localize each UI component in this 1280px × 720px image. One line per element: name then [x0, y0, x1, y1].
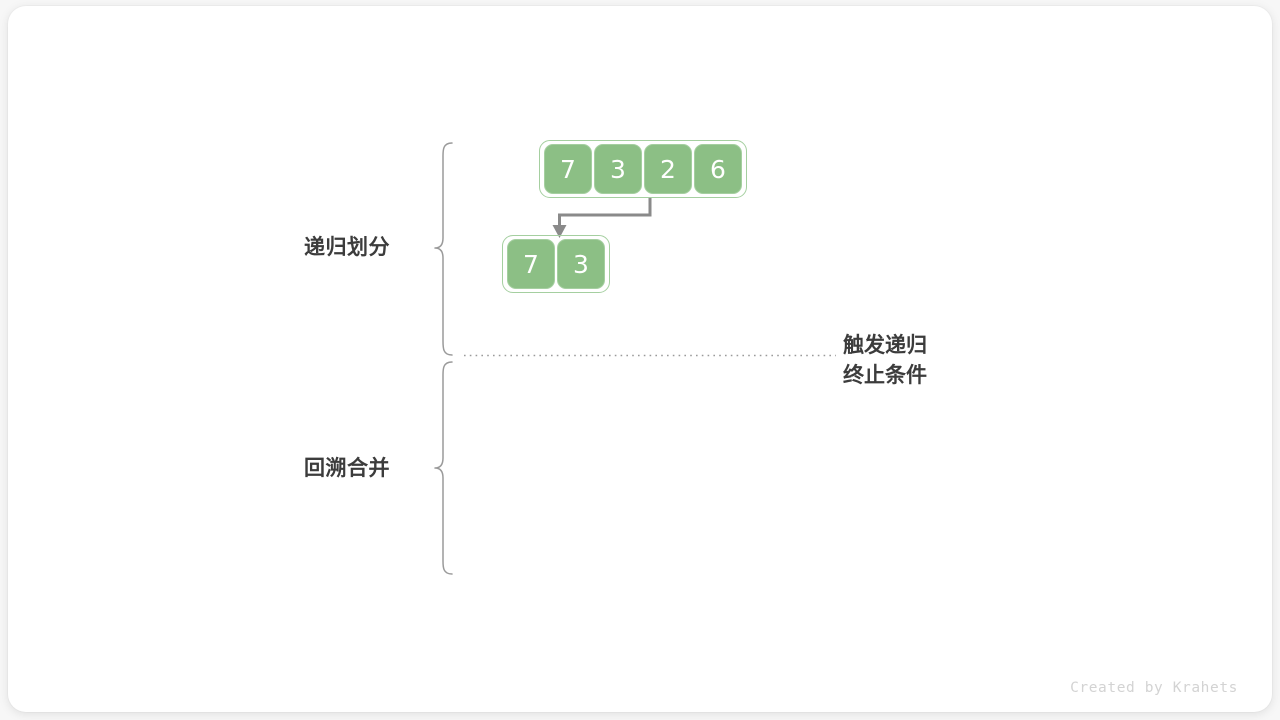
terminate-condition-line-2: 终止条件: [843, 364, 927, 387]
array-cell: 7: [507, 239, 555, 289]
terminate-condition-line-1: 触发递归: [843, 334, 927, 357]
array-cell: 3: [557, 239, 605, 289]
phase-label-divide: 递归划分: [304, 236, 390, 259]
array-cell: 3: [594, 144, 642, 194]
phase-label-merge: 回溯合并: [304, 457, 390, 480]
brace-merge: [434, 361, 453, 575]
brace-divide: [434, 142, 453, 356]
array-cell: 6: [694, 144, 742, 194]
split-arrow-icon: [552, 198, 652, 238]
figure-card: [8, 6, 1272, 712]
credit-text: Created by Krahets: [1070, 680, 1238, 696]
array-cell: 2: [644, 144, 692, 194]
terminate-condition-note: 触发递归 终止条件: [843, 331, 927, 391]
array-row: 7 3: [502, 235, 610, 293]
array-row: 7 3 2 6: [539, 140, 747, 198]
array-cell: 7: [544, 144, 592, 194]
